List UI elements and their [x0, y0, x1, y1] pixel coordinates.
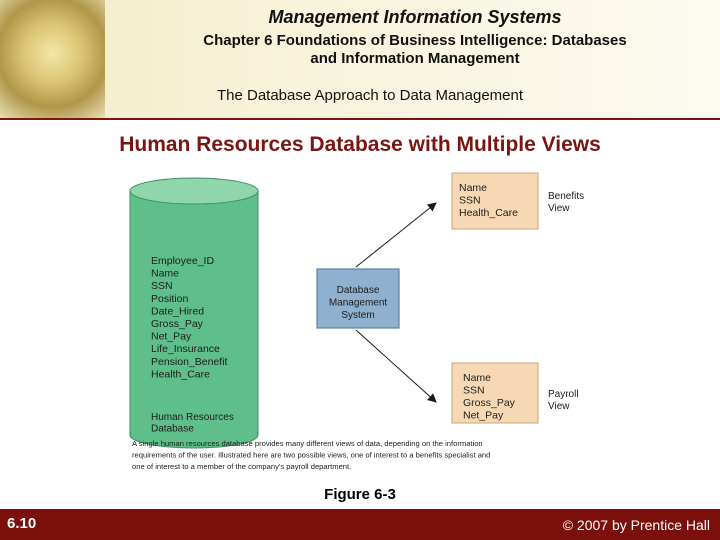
dbms-label-line: Management	[329, 298, 388, 309]
figure-caption-line: A single human resources database provid…	[132, 439, 483, 448]
figure-caption: A single human resources database provid…	[132, 439, 490, 471]
figure-label: Figure 6-3	[324, 486, 396, 503]
chapter-title-line-1: Chapter 6 Foundations of Business Intell…	[203, 32, 627, 49]
course-title: Management Information Systems	[268, 7, 562, 27]
figure-caption-line: requirements of the user. Illustrated he…	[132, 451, 490, 460]
arrow-to-benefits-view	[355, 202, 437, 268]
slide-number: 6.10	[7, 515, 37, 532]
figure-caption-line: one of interest to a member of the compa…	[132, 462, 351, 471]
database-cylinder	[129, 177, 259, 449]
database-field: Health_Care	[151, 368, 210, 380]
dbms-label-line: System	[341, 310, 374, 321]
payroll-view-field: Gross_Pay	[463, 397, 516, 409]
benefits-view-field: Name	[459, 182, 487, 194]
database-field: Name	[151, 268, 179, 280]
database-field: Net_Pay	[151, 331, 192, 343]
benefits-view-box	[451, 172, 539, 230]
benefits-view-field: Health_Care	[459, 207, 518, 219]
database-field: Employee_ID	[151, 255, 214, 267]
slide-header: Management Information Systems Chapter 6…	[0, 0, 720, 120]
payroll-view-field: Net_Pay	[463, 410, 504, 422]
payroll-view-field: SSN	[463, 385, 485, 397]
section-title: The Database Approach to Data Management	[216, 87, 524, 104]
decorative-orb	[0, 0, 105, 118]
chapter-title-line-2: and Information Management	[310, 50, 520, 67]
database-field: Date_Hired	[151, 305, 204, 317]
dbms-box	[316, 268, 400, 329]
database-field-list: Employee_IDNameSSNPositionDate_HiredGros…	[151, 255, 228, 380]
database-field: Pension_Benefit	[151, 356, 228, 368]
database-caption-line: Human Resources	[151, 412, 234, 423]
payroll-view-box	[451, 362, 539, 424]
database-views-diagram: Employee_IDNameSSNPositionDate_HiredGros…	[129, 172, 584, 471]
slide-title: Human Resources Database with Multiple V…	[119, 133, 601, 156]
benefits-view-label-line: View	[548, 203, 570, 214]
database-caption-line: Database	[151, 424, 194, 435]
dbms-label-line: Database	[337, 285, 380, 296]
benefits-view-field: SSN	[459, 195, 481, 207]
database-field: SSN	[151, 280, 173, 292]
arrow-to-payroll-view	[355, 329, 437, 403]
database-field: Position	[151, 293, 189, 305]
payroll-view-label-line: View	[548, 401, 570, 412]
cylinder-top	[129, 177, 259, 205]
database-field: Life_Insurance	[151, 343, 220, 355]
payroll-view-label-line: Payroll	[548, 389, 579, 400]
chapter-title: Chapter 6 Foundations of Business Intell…	[120, 32, 710, 68]
copyright-notice: © 2007 by Prentice Hall	[562, 517, 710, 533]
payroll-view-field: Name	[463, 372, 491, 384]
database-field: Gross_Pay	[151, 318, 204, 330]
benefits-view-label-line: Benefits	[548, 191, 584, 202]
slide-footer: 6.10 © 2007 by Prentice Hall	[0, 509, 720, 540]
